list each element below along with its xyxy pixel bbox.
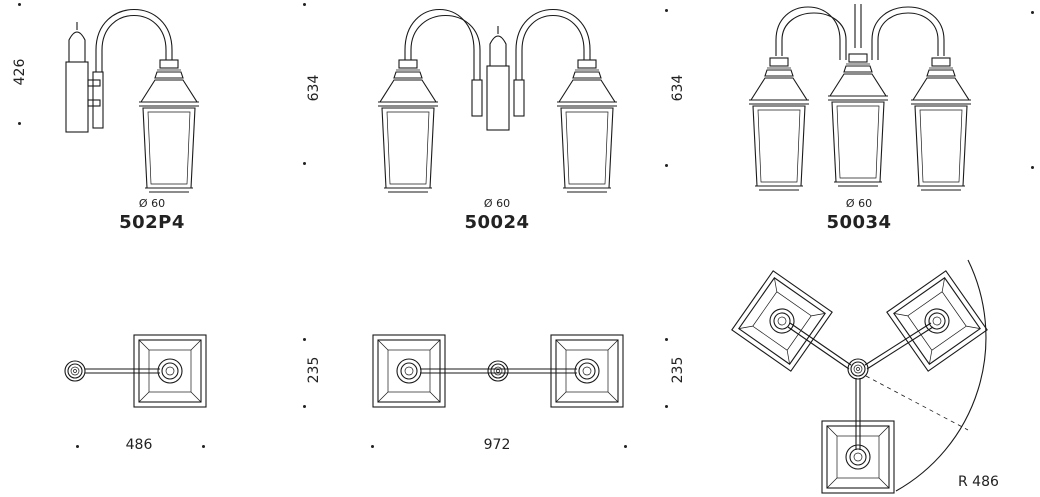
radius-label-50034: R 486 xyxy=(958,474,999,490)
lamp-50034-front xyxy=(748,4,972,191)
dimension-dot xyxy=(18,122,21,125)
product-code-502p4: 502P4 xyxy=(119,212,185,233)
product-code-50024: 50024 xyxy=(464,212,530,233)
dimension-dot xyxy=(76,445,79,448)
dimension-dot xyxy=(371,445,374,448)
dimension-dot xyxy=(303,405,306,408)
diameter-label-50034: Ø 60 xyxy=(845,197,873,210)
width-label-502p4: 486 xyxy=(125,437,153,453)
dimension-dot xyxy=(1031,11,1034,14)
product-code-50034: 50034 xyxy=(826,212,892,233)
height-label-50034: 634 xyxy=(670,74,686,102)
dimension-dot xyxy=(665,164,668,167)
height-label-50024: 634 xyxy=(306,74,322,102)
dimension-dot xyxy=(303,162,306,165)
lamp-50034-top xyxy=(731,259,988,494)
diameter-label-502p4: Ø 60 xyxy=(138,197,166,210)
dimension-dot xyxy=(1031,166,1034,169)
dimension-dot xyxy=(665,9,668,12)
depth-label-50034: 235 xyxy=(670,356,686,384)
height-label-502p4: 426 xyxy=(12,58,28,86)
lamp-50024-top xyxy=(372,334,624,408)
lamp-502p4-top xyxy=(64,334,207,408)
width-label-50024: 972 xyxy=(483,437,511,453)
dimension-dot xyxy=(665,405,668,408)
dimension-dot xyxy=(303,3,306,6)
diameter-label-50024: Ø 60 xyxy=(483,197,511,210)
lamp-502p4-front xyxy=(65,8,200,193)
dimension-dot xyxy=(202,445,205,448)
dimension-dot xyxy=(624,445,627,448)
dimension-dot xyxy=(18,3,21,6)
lamp-50024-front xyxy=(377,8,618,193)
dimension-dot xyxy=(303,338,306,341)
dimension-dot xyxy=(665,338,668,341)
depth-label-50024: 235 xyxy=(306,356,322,384)
